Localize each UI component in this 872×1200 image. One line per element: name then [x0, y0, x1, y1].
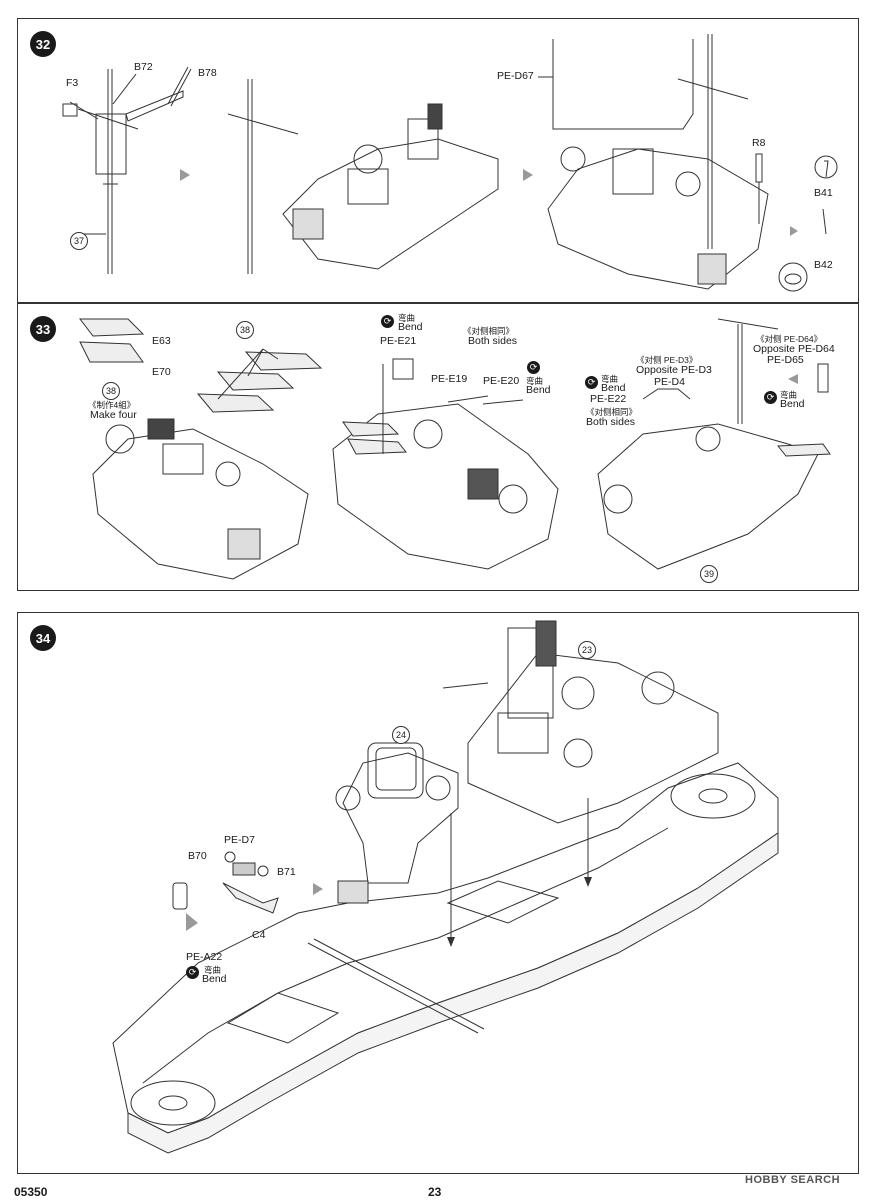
label-bend-cn-2: 弯曲: [526, 376, 544, 386]
label-c4: C4: [252, 929, 266, 941]
bend-icon-1: ⟳: [381, 315, 394, 328]
label-opp-d64-cn: 《对侧 PE-D64》: [756, 334, 823, 344]
part-ref-23: 23: [578, 641, 596, 659]
label-bend-1: Bend: [398, 321, 423, 333]
label-b78: B78: [198, 67, 217, 79]
step-33-drawing: [78, 318, 831, 580]
label-e63: E63: [152, 335, 171, 347]
bend-icon-3: ⟳: [585, 376, 598, 389]
watermark: HOBBY SEARCH: [745, 1174, 841, 1186]
label-pe-d4: PE-D4: [654, 376, 685, 388]
label-b72: B72: [134, 61, 153, 73]
label-both-sides-2: Both sides: [586, 416, 636, 428]
step-32-panel: 32: [17, 18, 859, 303]
label-r8: R8: [752, 137, 766, 149]
label-b41: B41: [814, 187, 833, 199]
label-both-sides-cn-2: 《对侧相同》: [586, 407, 638, 417]
step-34-panel: 34: [17, 612, 859, 1174]
step-34-drawing: [112, 620, 779, 1154]
label-bend-cn-5: 弯曲: [204, 965, 222, 975]
product-code: 05350: [14, 1185, 48, 1199]
label-pe-d67: PE-D67: [497, 70, 534, 82]
label-bend-cn-3: 弯曲: [601, 374, 619, 384]
label-pe-e21: PE-E21: [380, 335, 417, 347]
label-b42: B42: [814, 259, 833, 271]
step-32-drawing: [62, 34, 838, 292]
label-make-four: Make four: [90, 409, 137, 421]
step-32-number: 32: [30, 31, 56, 57]
label-bend-5: Bend: [202, 973, 227, 985]
step-33-panel: 33: [17, 303, 859, 591]
label-both-sides-cn-1: 《对侧相同》: [463, 326, 515, 336]
label-pe-d65: PE-D65: [767, 354, 804, 366]
label-opp-d64: Opposite PE-D64: [753, 343, 835, 355]
part-ref-24: 24: [392, 726, 410, 744]
part-ref-38-a: 38: [102, 382, 120, 400]
part-ref-37: 37: [70, 232, 88, 250]
label-f3: F3: [66, 77, 79, 89]
step-33-number: 33: [30, 316, 56, 342]
page-number: 23: [428, 1185, 442, 1199]
label-pe-d7: PE-D7: [224, 834, 255, 846]
label-both-sides-1: Both sides: [468, 335, 518, 347]
part-ref-38-b: 38: [236, 321, 254, 339]
label-bend-2: Bend: [526, 384, 551, 396]
label-bend-4: Bend: [780, 398, 805, 410]
label-opp-d3: Opposite PE-D3: [636, 364, 712, 376]
bend-icon-2: ⟳: [527, 361, 540, 374]
label-pe-e19: PE-E19: [431, 373, 468, 385]
label-bend-cn-1: 弯曲: [398, 313, 416, 323]
bend-icon-5: ⟳: [186, 966, 199, 979]
label-b71: B71: [277, 866, 296, 878]
label-make-four-cn: 《制作4組》: [88, 400, 136, 410]
bend-icon-4: ⟳: [764, 391, 777, 404]
label-bend-3: Bend: [601, 382, 626, 394]
part-ref-39: 39: [700, 565, 718, 583]
label-opp-d3-cn: 《对侧 PE-D3》: [636, 355, 698, 365]
label-pe-e20: PE-E20: [483, 375, 520, 387]
label-pe-e22: PE-E22: [590, 393, 627, 405]
label-e70: E70: [152, 366, 171, 378]
label-bend-cn-4: 弯曲: [780, 390, 798, 400]
label-b70: B70: [188, 850, 207, 862]
label-pe-a22: PE-A22: [186, 951, 223, 963]
step-34-number: 34: [30, 625, 56, 651]
